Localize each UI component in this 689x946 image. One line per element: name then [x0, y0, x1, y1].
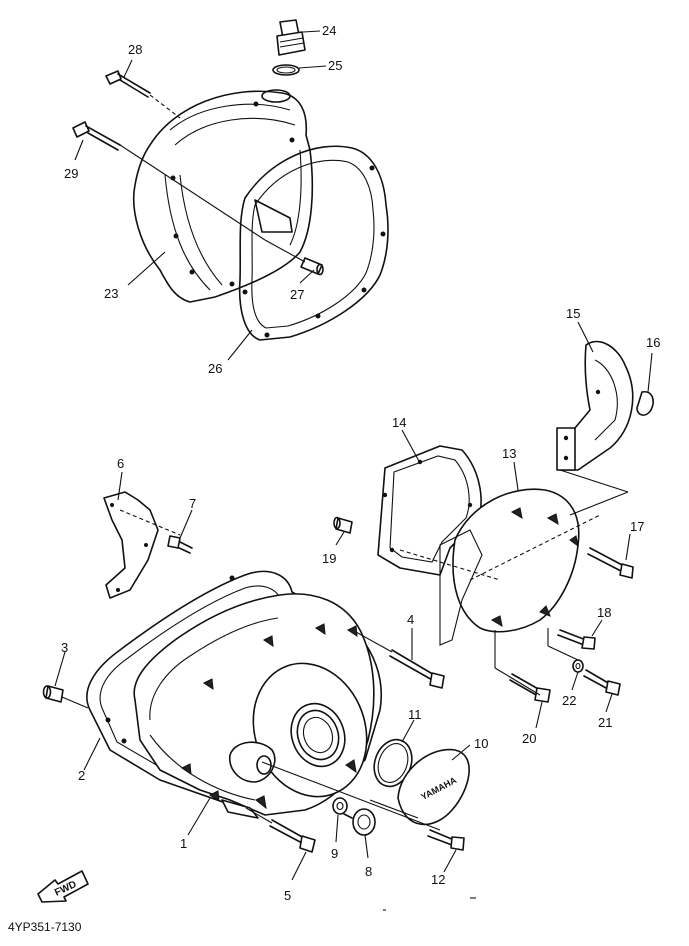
callout-21: 21 — [598, 715, 612, 730]
callout-3: 3 — [61, 640, 68, 655]
callout-14: 14 — [392, 415, 406, 430]
part-20-bolt — [509, 673, 551, 703]
part-4-bolt — [389, 649, 445, 689]
callout-26: 26 — [208, 361, 222, 376]
callout-16: 16 — [646, 335, 660, 350]
part-28-bolt — [105, 70, 151, 98]
part-callouts: 24 25 28 29 23 27 26 15 16 14 13 6 — [54, 23, 660, 903]
part-9-washer — [332, 797, 348, 815]
callout-12: 12 — [431, 872, 445, 887]
callout-1: 1 — [180, 836, 187, 851]
part-21-bolt — [583, 669, 621, 696]
callout-11: 11 — [408, 707, 422, 722]
callout-22: 22 — [562, 693, 576, 708]
part-29-bolt — [72, 121, 121, 151]
callout-2: 2 — [78, 768, 85, 783]
callout-5: 5 — [284, 888, 291, 903]
diagram-code: 4YP351-7130 — [8, 920, 82, 934]
callout-9: 9 — [331, 846, 338, 861]
callout-4: 4 — [407, 612, 414, 627]
callout-27: 27 — [290, 287, 304, 302]
callout-24: 24 — [322, 23, 336, 38]
part-10-cover-plate: YAMAHA — [397, 748, 470, 826]
callout-25: 25 — [328, 58, 342, 73]
callout-8: 8 — [365, 864, 372, 879]
callout-7: 7 — [189, 496, 196, 511]
part-27-dowel-pin — [300, 257, 324, 276]
callout-17: 17 — [630, 519, 644, 534]
callout-20: 20 — [522, 731, 536, 746]
callout-10: 10 — [474, 736, 488, 751]
part-7-screw — [167, 535, 193, 554]
fwd-direction-arrow: FWD — [37, 870, 89, 903]
part-25-o-ring — [272, 64, 300, 76]
part-22-washer — [572, 659, 584, 673]
part-16-seal — [636, 390, 654, 416]
part-3-dowel-pin — [42, 685, 64, 703]
callout-19: 19 — [322, 551, 336, 566]
part-6-bracket — [103, 491, 159, 599]
part-8-plug — [343, 808, 376, 836]
part-24-oil-filler-plug — [276, 19, 306, 56]
callout-6: 6 — [117, 456, 124, 471]
part-18-bolt — [557, 629, 596, 650]
callout-28: 28 — [128, 42, 142, 57]
part-19-dowel-pin — [333, 516, 353, 534]
callout-15: 15 — [566, 306, 580, 321]
part-15-guard-bracket — [556, 340, 634, 471]
part-5-bolt — [269, 819, 316, 853]
part-23-crankcase-cover — [132, 89, 314, 303]
part-1-crankcase-cover — [133, 593, 375, 819]
part-26-gasket — [238, 145, 389, 341]
callout-23: 23 — [104, 286, 118, 301]
callout-29: 29 — [64, 166, 78, 181]
part-12-screw — [427, 829, 465, 851]
callout-13: 13 — [502, 446, 516, 461]
part-13-pulser-cover — [439, 488, 580, 646]
callout-18: 18 — [597, 605, 611, 620]
part-17-bolt — [587, 547, 634, 579]
